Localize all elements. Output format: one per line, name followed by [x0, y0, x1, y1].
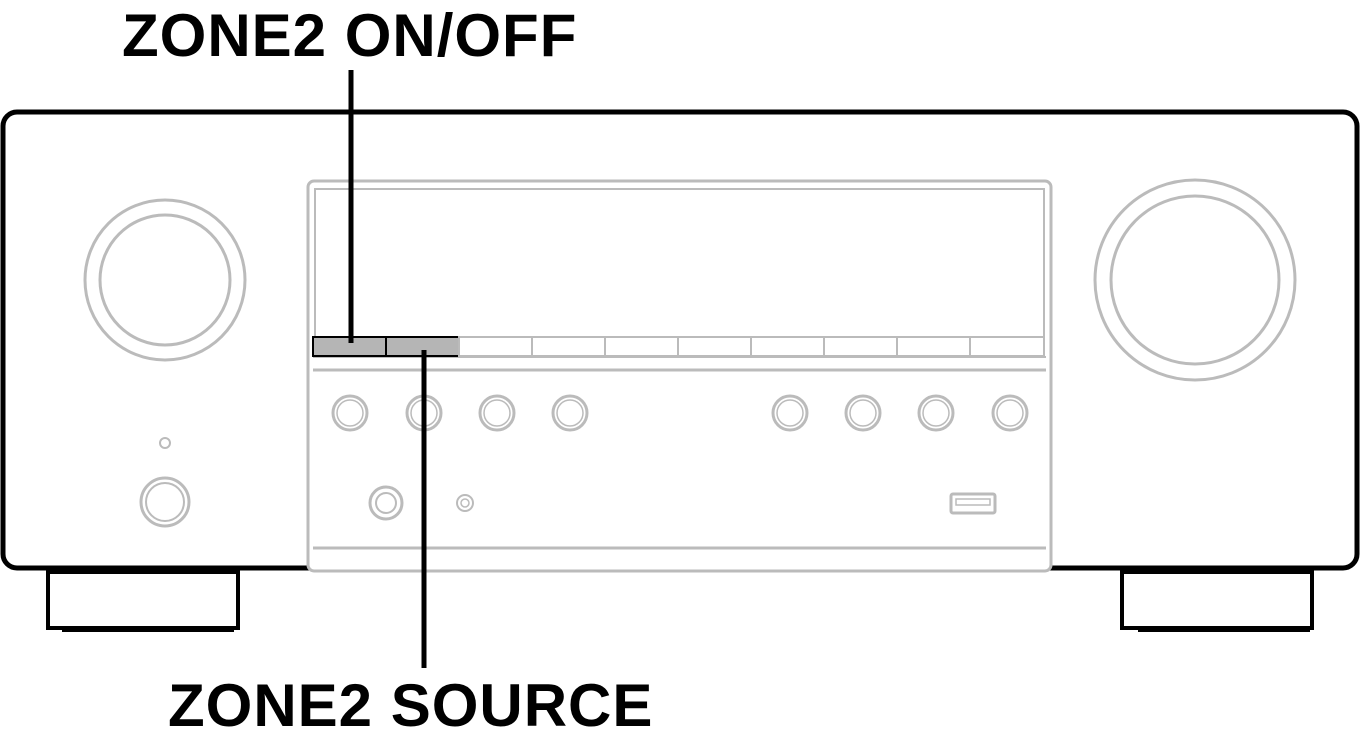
front-button-icon[interactable] — [458, 336, 533, 357]
round-button-icon[interactable] — [844, 394, 882, 432]
display-panel — [306, 179, 1053, 573]
usb-port-icon[interactable] — [949, 492, 997, 515]
round-button-icon[interactable] — [551, 394, 589, 432]
headphone-jack-icon[interactable] — [368, 485, 404, 521]
round-button-icon[interactable] — [991, 394, 1029, 432]
input-selector-knob-icon — [83, 198, 247, 362]
round-button-icon[interactable] — [917, 394, 955, 432]
mic-jack-icon[interactable] — [456, 494, 474, 512]
front-button-icon[interactable] — [604, 336, 679, 357]
round-button-icon[interactable] — [478, 394, 516, 432]
front-button-icon[interactable] — [750, 336, 825, 357]
front-button-icon[interactable] — [677, 336, 752, 357]
front-button-icon[interactable] — [969, 336, 1045, 357]
zone2-on-off-label: ZONE2 ON/OFF — [122, 2, 578, 69]
front-button-icon[interactable] — [823, 336, 898, 357]
standby-indicator-icon — [159, 437, 171, 449]
right-foot — [1120, 570, 1314, 632]
front-button-icon[interactable] — [896, 336, 971, 357]
front-button-icon[interactable] — [531, 336, 606, 357]
zone2-source-label: ZONE2 SOURCE — [168, 672, 654, 739]
volume-knob-icon — [1093, 178, 1297, 382]
round-button-icon[interactable] — [331, 394, 369, 432]
left-foot — [46, 570, 240, 632]
round-button-icon[interactable] — [771, 394, 809, 432]
power-button-icon[interactable] — [139, 476, 191, 528]
button-strip — [312, 336, 1045, 357]
